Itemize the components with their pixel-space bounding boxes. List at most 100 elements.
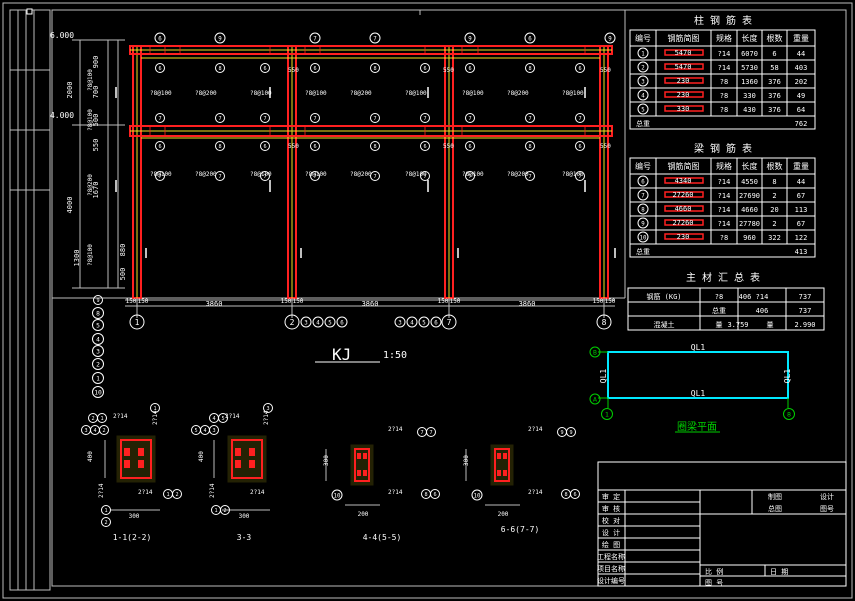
table-cell: 406 — [739, 293, 752, 301]
section-marks — [115, 87, 616, 258]
stirrup-label: ?8@100 — [462, 171, 484, 178]
elevation-label: 4.000 — [50, 111, 74, 120]
axis-bubble: 6 — [570, 489, 580, 499]
table-cell: 总重 — [712, 306, 726, 315]
axis-bubble: 5 — [191, 425, 201, 435]
table-cell: 406 — [756, 307, 769, 315]
title-block-label: 图 号 — [705, 579, 723, 587]
rebar-sketch-length: 230 — [677, 77, 690, 85]
binding-strip — [9, 8, 51, 591]
table-cell: 20 — [770, 206, 778, 214]
table-cell: 2 — [772, 192, 776, 200]
axis-bubble: 4 — [312, 316, 324, 328]
axis-bubble: 1 — [92, 372, 104, 384]
axis-bubble: 8 — [370, 141, 380, 151]
axis-bubble: 8 — [92, 307, 104, 319]
axis-bubble: 7 — [370, 171, 380, 181]
bubble-label: 9 — [641, 221, 645, 227]
bubble-label: 4 — [641, 93, 645, 99]
bubble-label: 1 — [135, 318, 140, 327]
rebar-label: 2?14 — [98, 483, 105, 498]
bubble-label: 10 — [474, 493, 481, 499]
dimension-label: 550 — [92, 139, 100, 152]
axis-bubble: 8 — [215, 63, 225, 73]
axis-bubble: 4 — [90, 425, 100, 435]
bubble-label: 5 — [641, 107, 644, 113]
axis-bubble: 6 — [465, 63, 475, 73]
axis-bubble: 10 — [471, 489, 483, 501]
bubble-label: 6 — [158, 36, 162, 42]
axis-bubble: 5 — [418, 316, 430, 328]
table-cell: ?8 — [720, 234, 728, 242]
axis-bubble: 7 — [155, 171, 165, 181]
bubble-label: 7 — [373, 116, 376, 122]
bubble-label: 1 — [104, 508, 107, 514]
axis-bubble: 2 — [637, 61, 649, 73]
stirrup-label: ?8@100 — [87, 109, 94, 131]
bubble-label: 6 — [578, 144, 581, 150]
stirrup-label: ?8@200 — [87, 174, 94, 196]
table-header: 长度 — [742, 33, 758, 43]
axis-bubble: 8 — [637, 203, 649, 215]
rebar-sketch-length: 27260 — [672, 191, 693, 199]
bubble-label: 7 — [468, 116, 471, 122]
bubble-label: 7 — [468, 174, 471, 180]
section-6-6 — [465, 444, 520, 506]
axis-bubble: 4 — [92, 333, 104, 345]
axis-bubble: 1 — [150, 403, 160, 413]
table-header: 长度 — [742, 161, 758, 171]
bubble-label: 7 — [423, 116, 426, 122]
axis-bubble: 1 — [211, 505, 221, 515]
bubble-label: 9 — [468, 36, 472, 42]
dimension-label: 550 — [600, 67, 611, 74]
title-block-label: 制图 — [768, 492, 782, 501]
axis-bubble: 8 — [525, 63, 535, 73]
table-cell: 960 — [743, 234, 756, 242]
bubble-label: 7 — [313, 116, 316, 122]
bay-dimension: 3860 — [519, 300, 536, 308]
stirrup-label: ?8@100 — [250, 171, 272, 178]
table-cell: 4660 — [741, 206, 758, 214]
bubble-label: 7 — [429, 430, 432, 436]
dimension-label: 550 — [443, 143, 454, 150]
section-dimension: 300 — [323, 455, 330, 466]
rebar-label: 2?14 — [152, 410, 159, 425]
table-cell: 6 — [772, 50, 776, 58]
table-cell: 322 — [768, 234, 781, 242]
axis-bubble: 6 — [575, 63, 585, 73]
rebar-label: 2?14 — [225, 413, 240, 420]
rebar-sketch-length: 27260 — [672, 219, 693, 227]
bubble-label: 8 — [373, 144, 376, 150]
bubble-label: 1 — [605, 411, 609, 418]
frame-annotations: 6.0004.000200040001300900700500550167088… — [50, 31, 616, 398]
axis-bubble: 7 — [155, 113, 165, 123]
dimension-label: 880 — [119, 244, 127, 257]
title-block-label: 审 核 — [602, 504, 620, 513]
title-block-label: 设 计 — [602, 528, 620, 537]
rebar-label: 2?14 — [388, 489, 403, 496]
bubble-label: 8 — [96, 310, 100, 317]
bubble-label: 3 — [84, 428, 87, 434]
axis-bubble: 7 — [309, 32, 321, 44]
bubble-label: 6 — [263, 144, 266, 150]
axis-bubble: 9 — [214, 32, 226, 44]
stirrup-label: ?8@200 — [507, 171, 529, 178]
axis-bubble: 4 — [209, 413, 219, 423]
rebar-label: 2?14 — [388, 426, 403, 433]
column-dimension: 150 — [126, 298, 137, 305]
axis-bubble: 6 — [430, 316, 442, 328]
bubble-label: 6 — [340, 320, 344, 326]
stirrup-label: ?8@100 — [87, 69, 94, 91]
axis-bubble: 6 — [430, 489, 440, 499]
bubble-label: 8 — [424, 492, 427, 498]
axis-bubble: 5 — [92, 319, 104, 331]
axis-bubble: 9 — [557, 427, 567, 437]
axis-bubble: 7 — [465, 171, 475, 181]
axis-bubble: 6 — [155, 63, 165, 73]
axis-bubble: A — [589, 393, 601, 405]
axis-bubble: 7 — [369, 32, 381, 44]
axis-bubble: 1 — [97, 413, 107, 423]
axis-bubble: 9 — [93, 295, 103, 305]
